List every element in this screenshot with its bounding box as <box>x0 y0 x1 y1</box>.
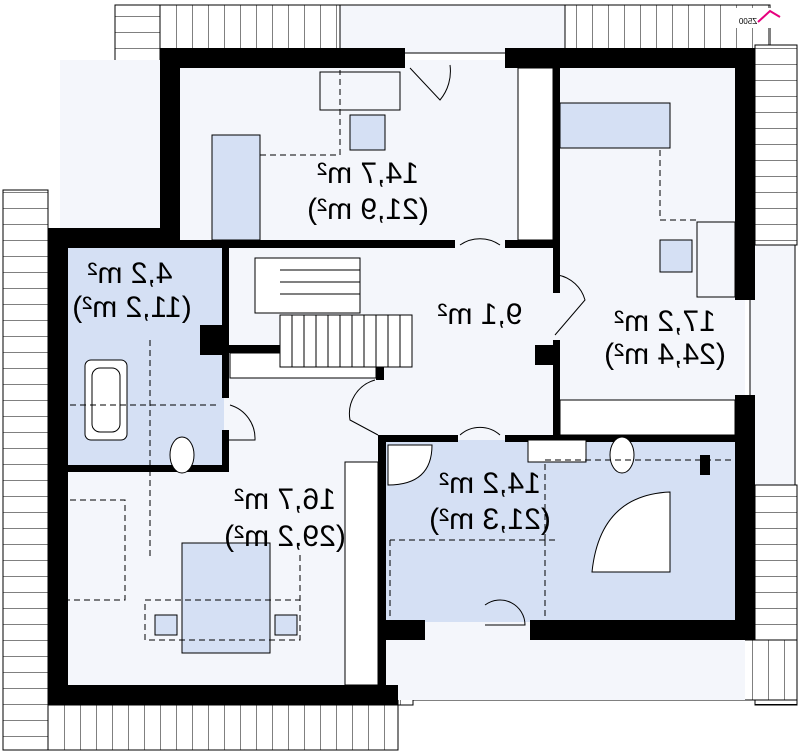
room-area-bedroom-master: 16,7 m² <box>234 483 336 516</box>
room-total-bedroom-master: (29,2 m²) <box>224 520 346 553</box>
z500-logo: Z500 <box>733 8 793 28</box>
room-total-bedroom-top: (21,9 m²) <box>307 193 429 226</box>
svg-text:Z500: Z500 <box>738 17 757 26</box>
room-total-bathroom-small: (11,2 m²) <box>72 291 191 324</box>
room-total-bedroom-right: (24,4 m²) <box>604 338 726 371</box>
room-total-bathroom-large: (21,3 m²) <box>429 503 551 536</box>
balcony-right <box>749 244 796 486</box>
furniture <box>60 64 736 686</box>
room-area-bedroom-right: 17,2 m² <box>614 305 716 338</box>
bathroom-large-floor <box>385 440 737 622</box>
room-area-bathroom-large: 14,2 m² <box>439 467 541 500</box>
room-area-bedroom-top: 14,7 m² <box>317 157 419 190</box>
room-area-hall: 9,1 m² <box>437 298 522 331</box>
balcony-top <box>339 4 566 54</box>
room-area-bathroom-small: 4,2 m² <box>87 257 172 290</box>
